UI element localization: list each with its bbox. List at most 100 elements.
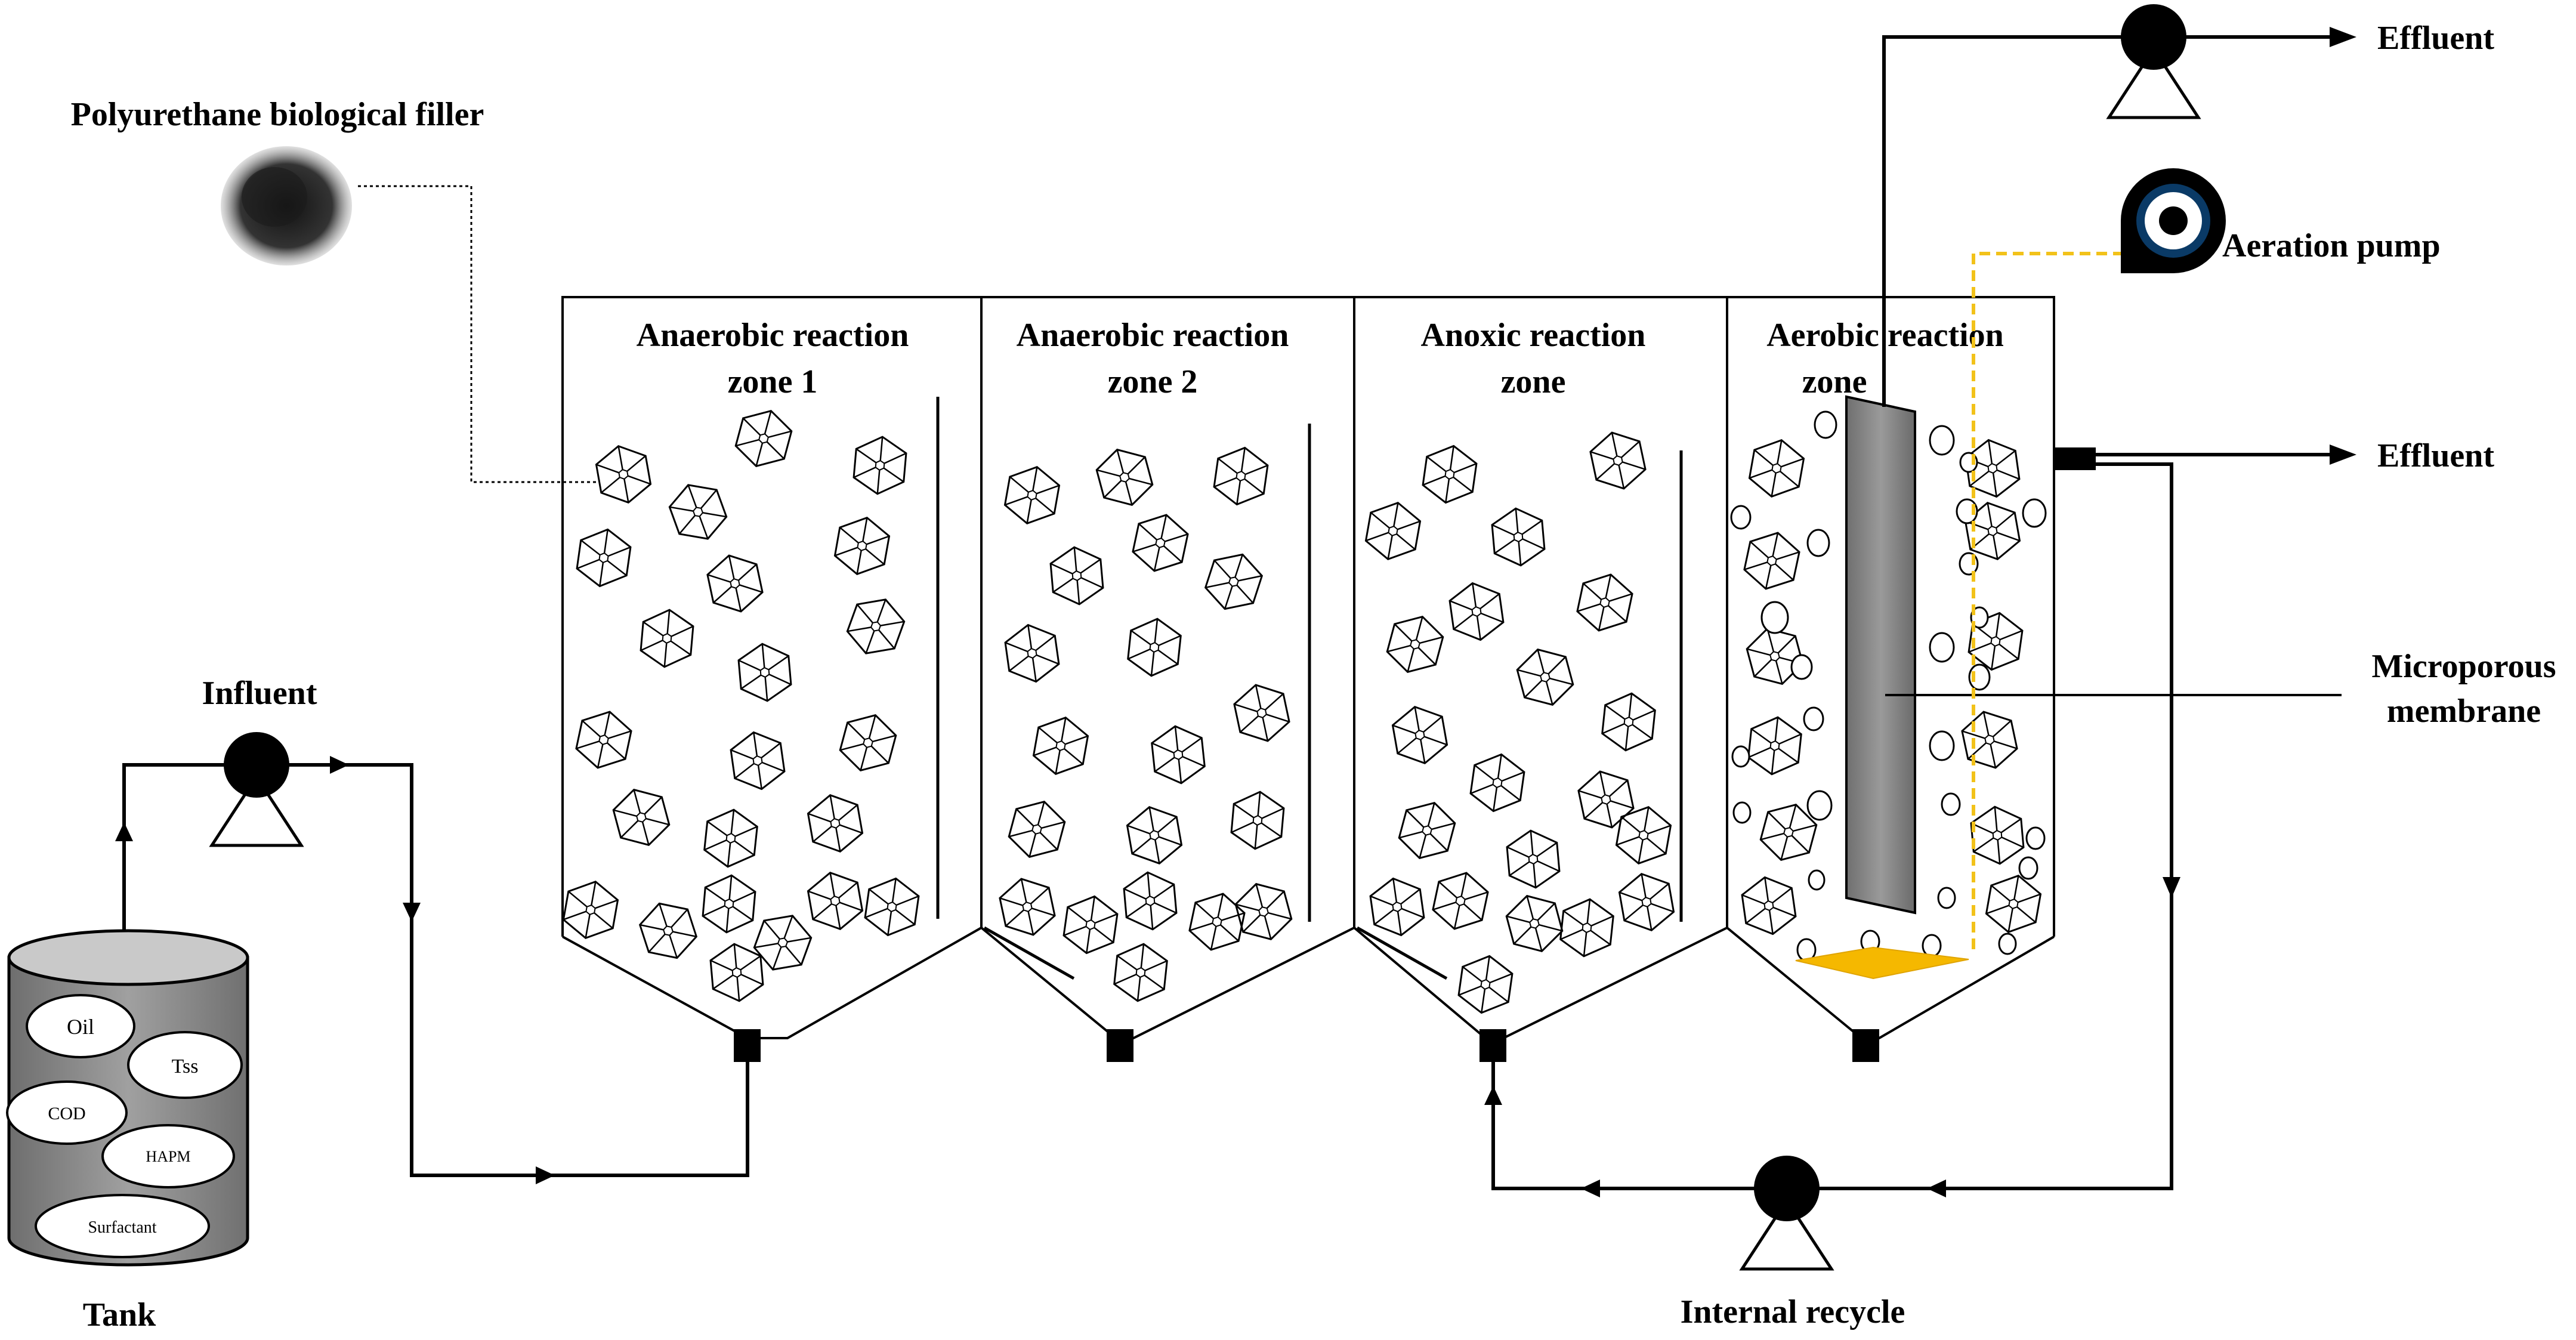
filler-cube-icon: [1362, 497, 1424, 565]
filler-cube-icon: [702, 806, 760, 870]
air-bubble-icon: [1803, 706, 1824, 731]
effluent-outlet-block: [2054, 447, 2096, 470]
filler-cube-icon: [1746, 714, 1804, 778]
influent-arrow-down: [403, 903, 421, 922]
filler-cube-icon: [804, 867, 866, 935]
air-bubble-icon: [1937, 887, 1956, 909]
filler-cube-icon: [1004, 794, 1070, 864]
air-bubble-icon: [1806, 529, 1830, 557]
recycle-arrow-down: [2163, 877, 2180, 898]
filler-cube-icon: [634, 894, 702, 967]
aeration-diffuser: [1795, 946, 1969, 980]
air-bubble-icon: [1760, 601, 1789, 634]
air-bubble-icon: [1929, 425, 1955, 456]
filler-cube-icon: [1002, 620, 1062, 686]
tank-item-cod: COD: [48, 1104, 85, 1123]
air-supply-line: [1972, 252, 2124, 955]
filler-cube-icon: [851, 434, 909, 497]
filler-cube-icon: [1512, 642, 1578, 712]
filler-cube-icon: [1092, 442, 1157, 512]
air-bubble-icon: [1730, 505, 1752, 530]
filler-cube-icon: [996, 872, 1059, 941]
filler-cube-icon: [1574, 765, 1638, 834]
zone1-title: Anaerobic reaction: [637, 317, 909, 354]
filler-cube-icon: [1558, 896, 1616, 960]
filler-cube-icon: [1122, 869, 1179, 933]
filler-cube-icon: [1502, 888, 1567, 959]
filler-cube-icon: [572, 705, 635, 774]
influent-arrow-right-1: [330, 756, 349, 774]
air-bubble-icon: [2018, 856, 2038, 880]
filler-cube-icon: [736, 641, 793, 704]
filler-cube-icon: [1573, 568, 1636, 637]
filler-cube-icon: [1211, 443, 1271, 509]
filler-cube-icon: [1129, 508, 1192, 578]
tank-item-hapm: HAPM: [146, 1148, 190, 1165]
filler-cube-icon: [638, 607, 696, 670]
filler-cube-icon: [592, 440, 654, 508]
air-bubble-icon: [1732, 801, 1752, 824]
filler-cube-icon: [1389, 701, 1451, 769]
filler-cube-icon: [1030, 712, 1092, 780]
sludge-outlets: [734, 1029, 1879, 1062]
zone4-subtitle: zone: [1802, 363, 1867, 400]
filler-cube-icon: [703, 549, 767, 618]
tank-label: Tank: [83, 1296, 156, 1333]
filler-cube-icon: [1505, 828, 1562, 891]
filler-cube-icon: [731, 403, 796, 474]
feed-tank: [6, 929, 249, 1267]
air-bubble-icon: [1731, 745, 1750, 768]
filler-cube-icon: [1185, 887, 1249, 956]
filler-cube-icon: [1586, 426, 1650, 495]
air-bubble-icon: [1814, 410, 1837, 439]
air-bubble-icon: [2022, 498, 2047, 528]
filler-cube-icon: [1230, 678, 1293, 748]
filler-cube-icon: [1490, 505, 1547, 569]
filler-cube-icon: [835, 708, 901, 778]
filler-cube-icon: [1599, 690, 1658, 754]
internal-recycle-label: Internal recycle: [1681, 1293, 1905, 1330]
filler-cube-icon: [804, 789, 866, 857]
filler-cube-icon: [1200, 545, 1268, 618]
influent-label: Influent: [202, 675, 317, 712]
recycle-arrow-up: [1484, 1086, 1502, 1105]
effluent-top-arrow: [2330, 27, 2356, 47]
air-bubble-icon: [1929, 730, 1955, 761]
filler-cube-icon: [1969, 804, 2026, 867]
zone3-subtitle: zone: [1501, 363, 1566, 400]
air-bubbles: [1730, 410, 2047, 962]
aeration-pump-label: Aeration pump: [2222, 227, 2441, 264]
filler-cube-icon: [1746, 434, 1808, 502]
filler-cube-icon: [560, 876, 622, 944]
membrane-label-line1: Microporous: [2371, 648, 2556, 685]
filler-cube-icon: [1231, 876, 1296, 947]
zone1-subtitle: zone 1: [728, 363, 818, 400]
filler-cube-icon: [663, 476, 733, 548]
internal-recycle-line: [1491, 462, 2173, 1190]
filler-cube-icon: [1740, 526, 1803, 595]
air-bubble-icon: [1968, 663, 1991, 691]
filler-cube-icon: [1958, 705, 2021, 774]
filler-cube-icon: [1229, 789, 1286, 852]
filler-cube-icon: [609, 782, 674, 853]
influent-arrow-right-2: [536, 1166, 555, 1184]
filler-cube-icon: [1468, 750, 1527, 816]
filler-cube-icon: [1125, 615, 1184, 680]
tank-item-tss: Tss: [172, 1055, 199, 1077]
filler-cube-icon: [574, 525, 634, 591]
filler-cube-icon: [1613, 801, 1675, 869]
filler-cube-icon: [1447, 579, 1506, 644]
filler-cube-icon: [708, 941, 765, 1004]
filler-cube-icon: [1394, 795, 1460, 866]
filler-cube-icon: [1367, 874, 1427, 940]
filler-cube-icon: [221, 146, 352, 265]
filler-cube-icon: [728, 728, 787, 793]
reactor-vessel: [561, 296, 2055, 1039]
air-bubble-icon: [1922, 934, 1942, 958]
filler-cube-icon: [841, 590, 910, 663]
filler-cube-icon: [1739, 873, 1799, 938]
effluent-top-label: Effluent: [2377, 20, 2494, 57]
filler-cube-icon: [1149, 723, 1207, 787]
filler-cube-icon: [1420, 441, 1479, 507]
